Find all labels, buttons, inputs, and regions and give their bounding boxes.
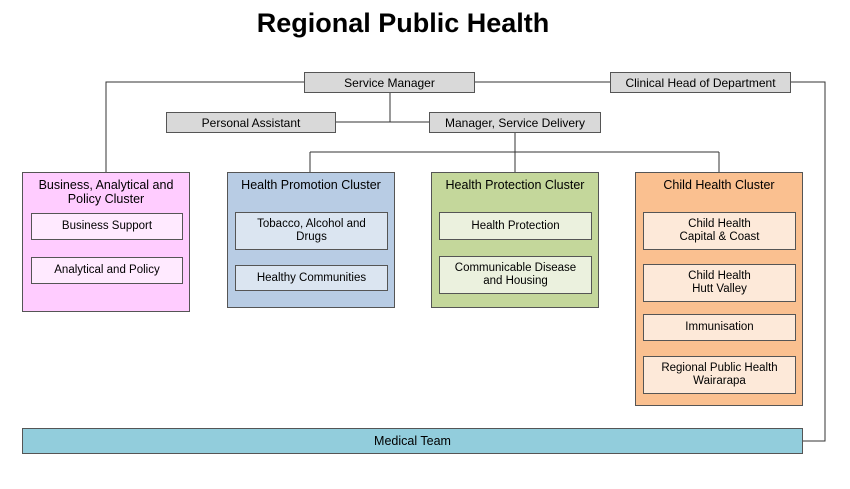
line-sm-to-business — [105, 81, 304, 172]
personal-assistant-label: Personal Assistant — [201, 115, 301, 130]
manager-service-delivery-label: Manager, Service Delivery — [444, 115, 586, 130]
clinical-head-label: Clinical Head of Department — [625, 75, 776, 90]
manager-service-delivery-box: Manager, Service Delivery — [429, 112, 601, 133]
business-analytical-policy-cluster: Business, Analytical and Policy Cluster … — [22, 172, 190, 312]
medical-team-box: Medical Team — [22, 428, 803, 454]
unit-child-health-capital-coast: Child Health Capital & Coast — [643, 212, 796, 250]
service-manager-box: Service Manager — [304, 72, 475, 93]
cluster-title: Health Protection Cluster — [445, 178, 585, 192]
unit-healthy-communities: Healthy Communities — [235, 265, 388, 291]
cluster-title: Health Promotion Cluster — [241, 178, 381, 192]
cluster-title: Child Health Cluster — [663, 178, 775, 192]
personal-assistant-box: Personal Assistant — [166, 112, 336, 133]
unit-communicable-disease-housing: Communicable Disease and Housing — [439, 256, 592, 294]
health-promotion-cluster: Health Promotion Cluster Tobacco, Alcoho… — [227, 172, 395, 308]
unit-immunisation: Immunisation — [643, 314, 796, 341]
unit-rph-wairarapa: Regional Public Health Wairarapa — [643, 356, 796, 394]
health-protection-cluster: Health Protection Cluster Health Protect… — [431, 172, 599, 308]
cluster-title: Business, Analytical and Policy Cluster — [38, 178, 174, 206]
medical-team-label: Medical Team — [374, 434, 451, 448]
unit-tobacco-alcohol-drugs: Tobacco, Alcohol and Drugs — [235, 212, 388, 250]
unit-health-protection: Health Protection — [439, 212, 592, 240]
unit-analytical-and-policy: Analytical and Policy — [31, 257, 183, 284]
child-health-cluster: Child Health Cluster Child Health Capita… — [635, 172, 803, 406]
unit-child-health-hutt-valley: Child Health Hutt Valley — [643, 264, 796, 302]
line-clinical-to-medical — [791, 81, 826, 442]
service-manager-label: Service Manager — [344, 75, 435, 90]
page-title: Regional Public Health — [256, 8, 550, 38]
unit-business-support: Business Support — [31, 213, 183, 240]
clinical-head-box: Clinical Head of Department — [610, 72, 791, 93]
